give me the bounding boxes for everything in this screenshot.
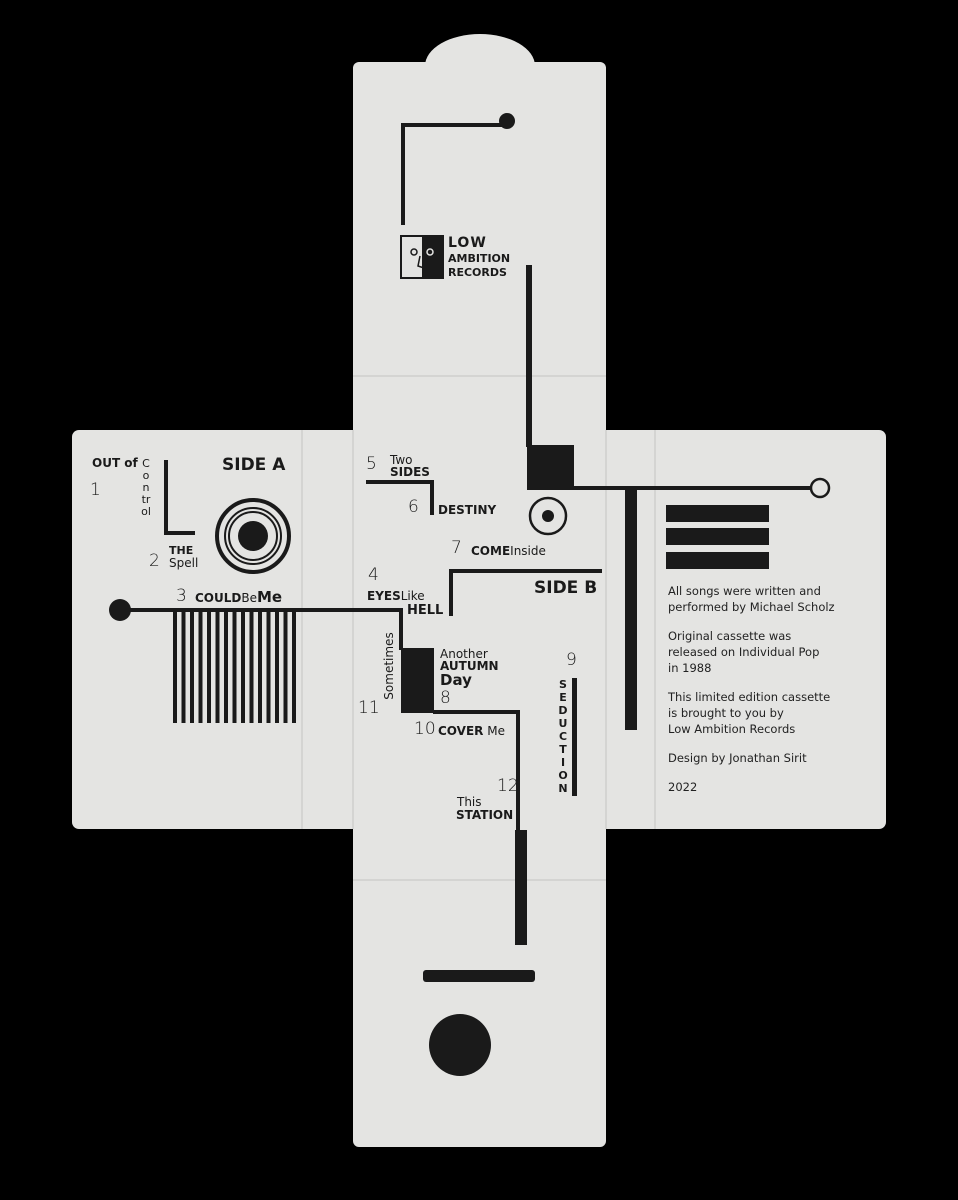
logo-wordmark-low: LOW: [448, 235, 487, 251]
stripe: [181, 612, 186, 723]
track-4-title-b: Like: [400, 589, 425, 603]
track-8-title-c: Day: [440, 671, 472, 689]
track-8-title-a: Another: [440, 647, 488, 661]
track-3-title: COULDBeMe: [195, 590, 282, 605]
stripes-icon: [173, 612, 296, 723]
credit-design: Design by Jonathan Sirit: [668, 750, 835, 766]
track5-line: [366, 480, 434, 515]
track-10-title-b: Me: [487, 724, 505, 738]
credit-line: Low Ambition Records: [668, 722, 796, 736]
track-11-title-vertical: Sometimes: [382, 632, 396, 700]
track-5-title-b: SIDES: [390, 465, 430, 479]
stripe: [266, 612, 271, 723]
stripe: [232, 612, 237, 723]
track-4-title-c: HELL: [407, 603, 444, 618]
track-10-title-a: COVER: [438, 724, 484, 738]
track-7-title-a: COME: [471, 544, 511, 558]
logo-block: [527, 445, 574, 490]
open-circle-end: [809, 477, 831, 499]
bottom-dot: [429, 1014, 491, 1076]
track-11-number: 11: [358, 698, 380, 718]
track-1-number: 1: [90, 480, 101, 500]
logo-wordmark-records: RECORDS: [448, 266, 507, 279]
track-3-title-c: Me: [256, 588, 283, 606]
top-connector-line: [401, 123, 507, 225]
track-9-number: 9: [566, 650, 577, 670]
credit-line: released on Individual Pop: [668, 645, 820, 659]
track3-line: [120, 608, 403, 650]
credit-line: is brought to you by: [668, 706, 784, 720]
stripe: [275, 612, 279, 723]
track-7-number: 7: [451, 538, 462, 558]
triple-bars-icon: [666, 505, 769, 569]
logo-face-icon: [400, 235, 444, 279]
side-a-label: SIDE A: [222, 455, 286, 475]
track-3-number: 3: [176, 586, 187, 606]
track-4-number: 4: [368, 565, 379, 585]
side-b-label: SIDE B: [534, 578, 598, 598]
stripe: [241, 612, 245, 723]
track-10-title: COVER Me: [438, 725, 505, 737]
track-8-number: 8: [440, 688, 451, 708]
credit-line: in 1988: [668, 661, 712, 675]
credit-line: Design by Jonathan Sirit: [668, 751, 807, 765]
track-2-title-a: THE: [169, 544, 194, 557]
bottom-vertical-bar: [515, 830, 527, 945]
side-a-corner-line: [164, 460, 195, 535]
track-6-title: DESTINY: [438, 503, 497, 517]
stripe: [215, 612, 220, 723]
track-5-title-a: Two: [390, 453, 413, 467]
stripe: [224, 612, 228, 723]
track-3-title-b: Be: [241, 591, 257, 605]
track8-block: [401, 648, 434, 713]
stripe: [207, 612, 211, 723]
track-2-title-b: Spell: [169, 556, 199, 570]
track-1-title: OUT of: [92, 456, 138, 470]
track-9-title-vertical: SEDUCTION: [558, 678, 568, 795]
stripe: [258, 612, 262, 723]
stripe: [190, 612, 194, 723]
track-7-title: COMEInside: [471, 545, 546, 557]
logo-wordmark-ambition: AMBITION: [448, 252, 511, 265]
track-12-title-b: STATION: [456, 808, 514, 822]
credit-limited-edition: This limited edition cassette is brought …: [668, 689, 835, 737]
stripe: [292, 612, 296, 723]
target-icon: [528, 496, 568, 536]
track10-line: [433, 710, 520, 830]
stripe: [283, 612, 288, 723]
credits-block: All songs were written and performed by M…: [668, 583, 835, 808]
track-6-number: 6: [408, 497, 419, 517]
track-10-number: 10: [414, 719, 436, 739]
concentric-circles-icon: [215, 498, 291, 574]
stripe: [249, 612, 254, 723]
seduction-bar: [572, 678, 577, 796]
track4-line: [449, 569, 602, 616]
credit-line: All songs were written and: [668, 584, 821, 598]
track-5-number: 5: [366, 454, 377, 474]
stripe: [173, 612, 177, 723]
right-vertical-bar: [625, 490, 637, 730]
track-7-title-b: Inside: [510, 544, 546, 558]
logo-drop-line: [526, 265, 532, 447]
track-4-title-a: EYES: [367, 589, 401, 603]
track-8-title-b: AUTUMN: [440, 659, 499, 673]
credit-songwriting: All songs were written and performed by M…: [668, 583, 835, 615]
track-2-number: 2: [149, 551, 160, 571]
credit-year: 2022: [668, 779, 835, 795]
left-dot: [109, 599, 131, 621]
credit-line: This limited edition cassette: [668, 690, 831, 704]
track-12-number: 12: [497, 776, 519, 796]
credit-line: Original cassette was: [668, 629, 792, 643]
cassette-slot: [423, 970, 535, 982]
track-12-title-a: This: [457, 795, 482, 809]
credit-original-release: Original cassette was released on Individ…: [668, 628, 835, 676]
credit-line: 2022: [668, 780, 698, 794]
track-4-title-ab: EYESLike: [367, 590, 425, 602]
fold-lines: [301, 375, 656, 881]
credit-line: performed by Michael Scholz: [668, 600, 835, 614]
track-3-title-a: COULD: [195, 591, 242, 605]
track-1-title-vertical: Control: [141, 457, 151, 518]
stripe: [198, 612, 203, 723]
top-dot: [499, 113, 515, 129]
